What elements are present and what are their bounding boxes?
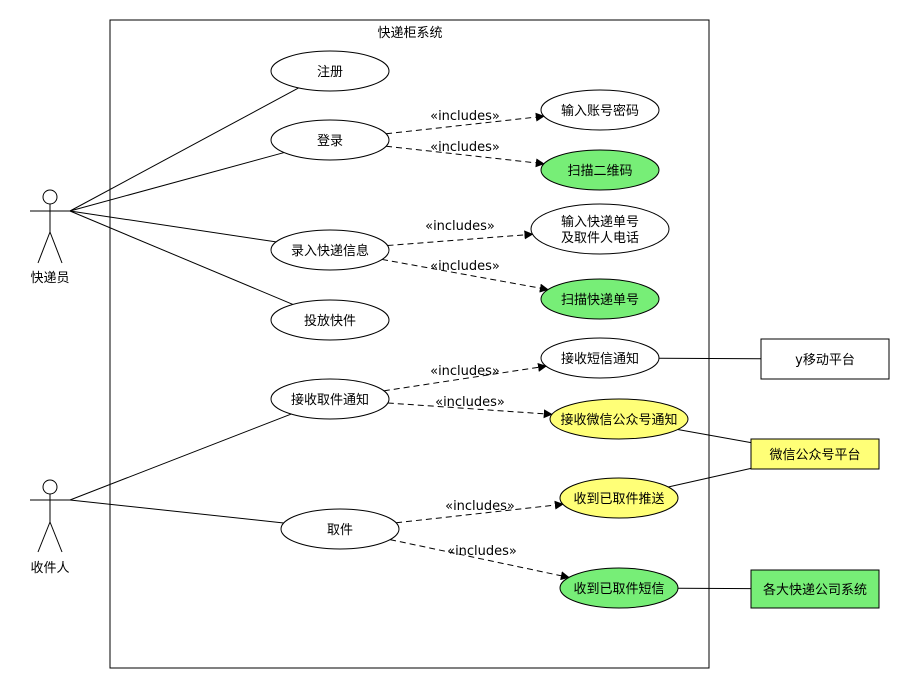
use-case-input-account[interactable]: 输入账号密码 [540,89,660,131]
include-arrow [383,362,548,392]
external-box [750,569,880,609]
include-arrow [381,258,549,293]
include-arrow [396,500,564,524]
use-case-label: 收到已取件短信 [573,582,664,597]
actor-right-leg [49,231,63,264]
use-case-ellipse [540,337,660,379]
actor-left-leg [37,521,51,553]
use-case-ellipse [530,203,670,255]
external-label: 微信公众号平台 [769,448,860,463]
actor-label: 快递员 [30,271,69,286]
actor-head [42,479,58,495]
association-line [69,87,299,212]
use-case-ellipse [270,50,390,92]
association-line [69,413,292,501]
use-case-ellipse [549,398,689,440]
use-case-ellipse [540,149,660,191]
use-case-ellipse [280,508,400,550]
actor-right-leg [49,521,63,553]
use-case-scan-qr[interactable]: 扫描二维码 [540,149,660,191]
use-case-sms-notice[interactable]: 接收短信通知 [540,337,660,379]
external-wechat-platform[interactable]: 微信公众号平台 [750,438,880,470]
include-arrow [387,230,534,247]
use-case-ellipse [559,477,679,519]
use-case-receive-notice[interactable]: 接收取件通知 [270,378,390,420]
association-lines [69,87,762,590]
use-case-ellipse [270,378,390,420]
actor-left-leg [37,231,51,264]
use-case-enter-info[interactable]: 录入快递信息 [270,229,390,271]
use-case-label: 投放快件 [304,313,356,329]
include-label: «includes» [447,544,517,559]
include-label: «includes» [430,364,500,379]
use-case-login[interactable]: 登录 [270,119,390,161]
use-case-label: 录入快递信息 [291,243,369,259]
use-case-label: 取件 [327,523,353,538]
association-line [69,210,294,305]
include-label: «includes» [445,499,515,514]
use-case-ellipse [270,119,390,161]
external-courier-companies[interactable]: 各大快递公司系统 [750,569,880,609]
include-arrow [386,112,545,135]
use-case-label: 及取件人电话 [561,231,639,246]
use-case-label: 输入快递单号 [561,214,639,230]
system-title: 快递柜系统 [377,26,442,41]
actor-label: 收件人 [30,561,69,576]
external-label: y移动平台 [795,353,855,368]
use-case-label: 扫描二维码 [567,164,632,179]
use-case-ellipse [559,567,679,609]
include-label: «includes» [430,109,500,124]
include-arrow [389,539,570,581]
actor-head [42,189,58,205]
actor-courier[interactable]: 快递员 [30,189,70,286]
use-case-ellipse [270,229,390,271]
association-line [69,499,284,524]
use-case-label: 输入账号密码 [561,103,639,119]
use-case-wechat-notice[interactable]: 接收微信公众号通知 [549,398,689,440]
use-case-picked-push[interactable]: 收到已取件推送 [559,477,679,519]
include-label: «includes» [435,395,505,410]
use-case-pickup[interactable]: 取件 [280,508,400,550]
include-arrow [386,145,545,168]
external-mobile-platform[interactable]: y移动平台 [760,338,890,380]
include-label: «includes» [430,259,500,274]
association-line [69,152,285,212]
external-box [760,338,890,380]
use-case-ellipse [270,299,390,341]
include-label: «includes» [425,219,495,234]
association-line [668,467,752,488]
use-case-deliver[interactable]: 投放快件 [270,299,390,341]
association-line [677,428,752,444]
use-case-ellipse [540,89,660,131]
use-case-label: 接收短信通知 [561,351,639,367]
actor-recipient[interactable]: 收件人 [30,479,70,576]
use-case-label: 收到已取件推送 [573,492,664,507]
include-relations: «includes» «includes» «includes» «includes»… [381,109,570,581]
use-case-label: 注册 [317,65,343,80]
use-case-ellipse [540,278,660,320]
use-case-label: 接收取件通知 [291,392,369,408]
use-case-scan-tracking[interactable]: 扫描快递单号 [540,278,660,320]
use-case-register[interactable]: 注册 [270,50,390,92]
include-arrow [387,402,553,419]
system-boundary [109,19,710,669]
association-line [69,210,277,243]
include-label: «includes» [430,140,500,155]
use-case-label: 登录 [317,134,343,149]
use-case-picked-sms[interactable]: 收到已取件短信 [559,567,679,609]
external-box [750,438,880,470]
external-label: 各大快递公司系统 [763,582,867,598]
use-case-label: 接收微信公众号通知 [560,412,677,428]
use-case-label: 扫描快递单号 [561,293,639,308]
